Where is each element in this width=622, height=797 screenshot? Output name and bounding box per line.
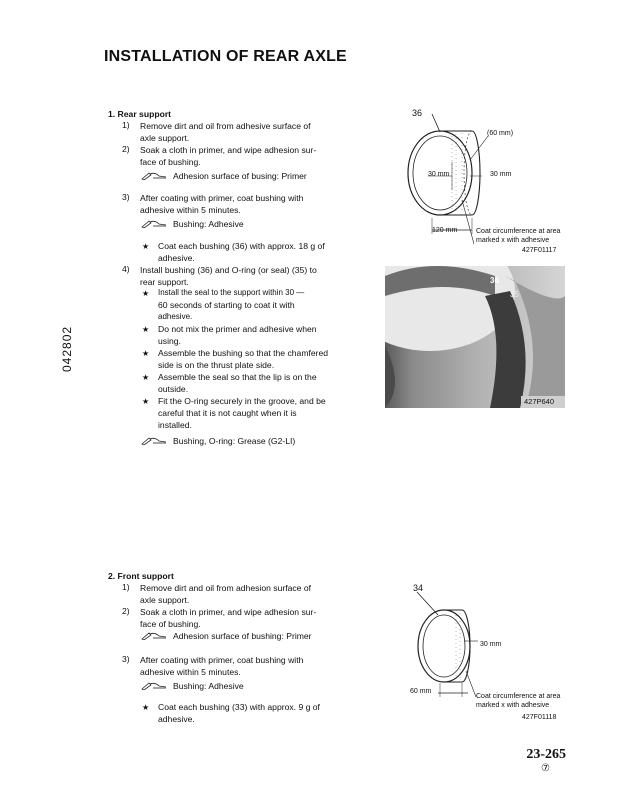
material-note: Bushing, O-ring: Grease (G2-LI) — [173, 436, 296, 446]
star-bullet-icon: ★ — [142, 397, 150, 406]
star-bullet-icon: ★ — [142, 242, 150, 251]
page-title: INSTALLATION OF REAR AXLE — [104, 48, 347, 65]
adhesive-icon — [141, 172, 167, 180]
note-text: 60 seconds of starting to coat it with — [158, 300, 295, 310]
note-text: Assemble the seal so that the lip is on … — [158, 372, 317, 382]
note-text: adhesive. — [158, 253, 195, 263]
dimension-label: 60 mm — [410, 688, 432, 695]
note-text: using. — [158, 336, 181, 346]
bushing-install-photo — [385, 266, 565, 408]
step-text: Remove dirt and oil from adhesive surfac… — [140, 121, 311, 131]
photo-part-label: 36 — [490, 276, 499, 285]
star-bullet-icon: ★ — [142, 325, 150, 334]
adhesive-icon — [141, 220, 167, 228]
step-text: After coating with primer, coat bushing … — [140, 655, 304, 665]
star-bullet-icon: ★ — [142, 703, 150, 712]
step-text: face of bushing. — [140, 619, 201, 629]
note-text: adhesive. — [158, 714, 195, 724]
side-code: 042802 — [60, 325, 74, 372]
material-note: Adhesion surface of busing: Primer — [173, 171, 307, 181]
star-bullet-icon: ★ — [142, 373, 150, 382]
note-text: Coat each bushing (36) with approx. 18 g… — [158, 241, 325, 251]
step-number: 2) — [122, 144, 130, 154]
dimension-label: 30 mm — [480, 641, 502, 648]
adhesive-icon — [141, 632, 167, 640]
material-note: Bushing: Adhesive — [173, 681, 244, 691]
photo-part-label: 35 — [510, 290, 519, 299]
page-number: 23-265 — [526, 747, 566, 762]
step-text: Install bushing (36) and O-ring (or seal… — [140, 265, 317, 275]
step-text: After coating with primer, coat bushing … — [140, 193, 304, 203]
step-text: Soak a cloth in primer, and wipe adhesio… — [140, 607, 317, 617]
page-revision-mark: ⑦ — [541, 763, 550, 774]
bushing-36-diagram — [407, 113, 489, 245]
material-note: Bushing: Adhesive — [173, 219, 244, 229]
step-text: adhesive within 5 minutes. — [140, 667, 241, 677]
figure-caption: marked x with adhesive — [476, 702, 550, 709]
dimension-label: 30 mm — [428, 171, 450, 178]
figure-code: 427F01118 — [522, 714, 557, 721]
star-bullet-icon: ★ — [142, 349, 150, 358]
figure-caption: marked x with adhesive — [476, 237, 550, 244]
step-text: axle support. — [140, 595, 190, 605]
dimension-label: 120 mm — [432, 227, 458, 234]
rear-support-heading: 1. Rear support — [108, 109, 172, 119]
step-text: axle support. — [140, 133, 190, 143]
figure-code: 427F01117 — [522, 247, 557, 254]
note-text: side is on the thrust plate side. — [158, 360, 275, 370]
note-text: Fit the O-ring securely in the groove, a… — [158, 396, 326, 406]
step-number: 3) — [122, 192, 130, 202]
note-text: Assemble the bushing so that the chamfer… — [158, 348, 329, 358]
step-text: adhesive within 5 minutes. — [140, 205, 241, 215]
adhesive-icon — [141, 682, 167, 690]
step-text: face of bushing. — [140, 157, 201, 167]
step-text: Remove dirt and oil from adhesion surfac… — [140, 583, 312, 593]
note-text: outside. — [158, 384, 189, 394]
step-number: 2) — [122, 606, 130, 616]
bushing-34-diagram — [416, 591, 478, 698]
step-text: rear support. — [140, 277, 189, 287]
step-text: Soak a cloth in primer, and wipe adhesio… — [140, 145, 317, 155]
figure-caption: Coat circumference at area — [476, 693, 561, 700]
part-number-label: 36 — [412, 108, 423, 118]
step-number: 3) — [122, 654, 130, 664]
step-number: 1) — [122, 120, 130, 130]
material-note: Adhesion surface of bushing: Primer — [173, 631, 312, 641]
grease-icon — [141, 437, 167, 445]
star-bullet-icon: ★ — [142, 289, 150, 298]
step-number: 4) — [122, 264, 130, 274]
front-support-heading: 2. Front support — [108, 571, 174, 581]
note-text: Install the seal to the support within 3… — [158, 288, 305, 297]
dimension-label: (60 mm) — [487, 130, 514, 137]
part-number-label: 34 — [413, 583, 424, 593]
dimension-label: 30 mm — [490, 171, 512, 178]
step-number: 1) — [122, 582, 130, 592]
photo-code: 427P640 — [524, 397, 555, 406]
note-text: adhesive. — [158, 312, 193, 321]
note-text: Coat each bushing (33) with approx. 9 g … — [158, 702, 320, 712]
note-text: Do not mix the primer and adhesive when — [158, 324, 317, 334]
note-text: careful that it is not caught when it is — [158, 408, 297, 418]
figure-caption: Coat circumference at area — [476, 228, 561, 235]
note-text: installed. — [158, 420, 192, 430]
